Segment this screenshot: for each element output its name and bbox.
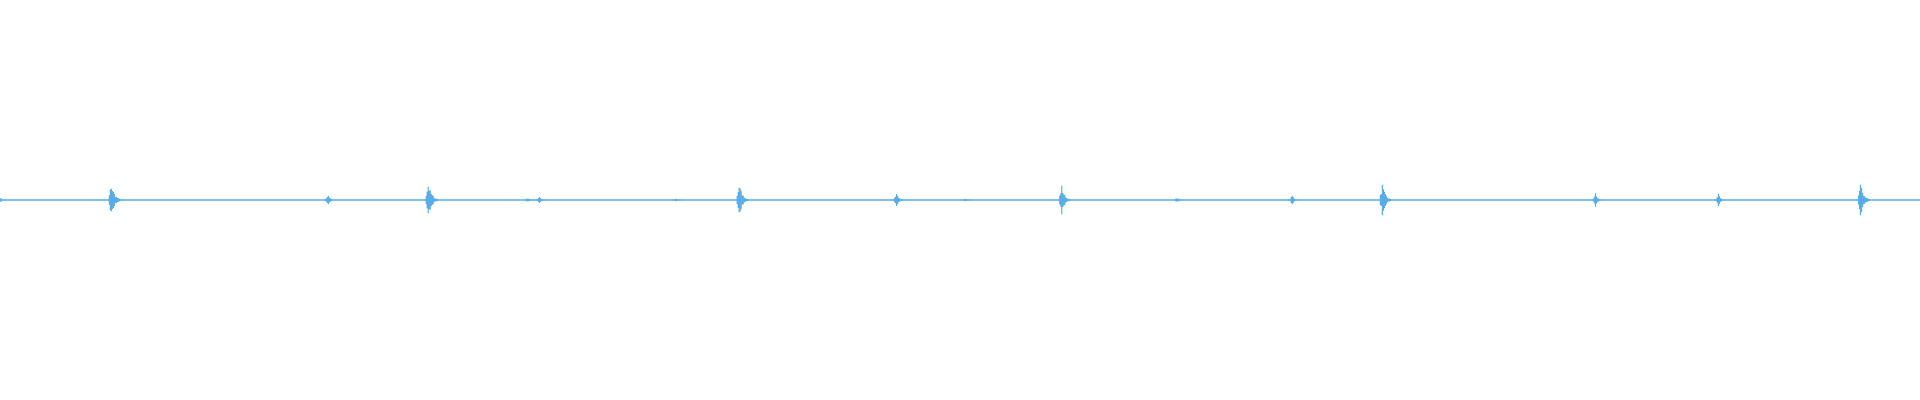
waveform-transient-11 — [1058, 185, 1071, 215]
waveform-transient-16 — [1714, 194, 1725, 206]
waveform-transient-10 — [962, 198, 973, 202]
waveform-transient-5 — [524, 198, 535, 202]
waveform-trace — [0, 184, 1920, 216]
waveform-transient-6 — [535, 197, 547, 203]
waveform-transient-7 — [672, 198, 683, 202]
waveform-transient-12 — [1173, 198, 1184, 202]
waveform-transient-14 — [1378, 184, 1391, 216]
waveform-transient-15 — [1591, 193, 1603, 207]
waveform-transient-8 — [735, 187, 749, 213]
waveform-transient-4 — [424, 186, 438, 214]
waveform-transient-3 — [324, 195, 335, 205]
waveform-transient-17 — [1856, 184, 1871, 216]
waveform-transient-13 — [1288, 195, 1299, 205]
waveform-transient-2 — [107, 188, 121, 212]
waveform-transient-9 — [893, 194, 904, 206]
waveform-transient-1 — [0, 198, 7, 202]
